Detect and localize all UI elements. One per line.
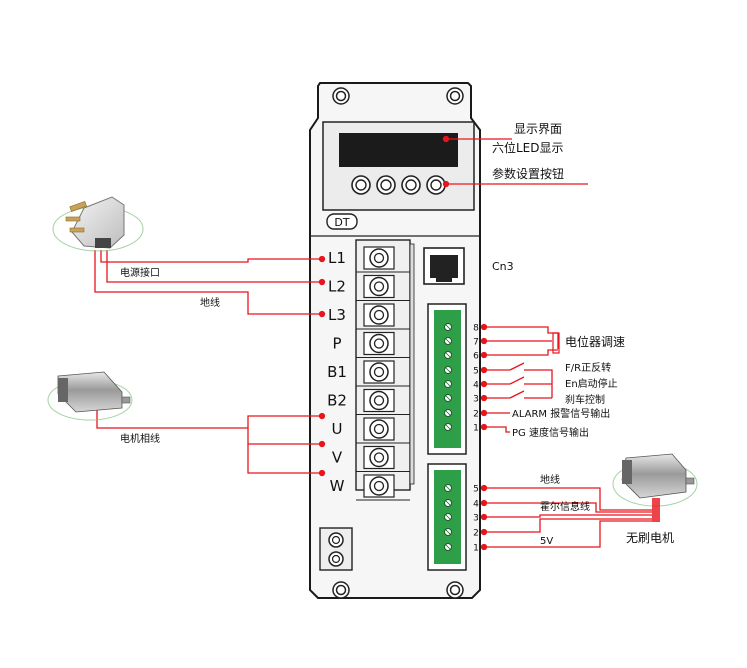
buttons-label: 参数设置按钮	[492, 166, 564, 181]
alarm-label: ALARM 报警信号输出	[512, 407, 610, 420]
control-pin-number: 6	[473, 352, 479, 362]
bottom-aux-connector	[319, 527, 353, 571]
hall-signal-label: 霍尔信息线	[540, 500, 590, 513]
panel-button-2[interactable]	[376, 175, 396, 195]
fr-label: F/R正反转	[565, 361, 611, 374]
bottom-left-mount-hole	[332, 581, 350, 599]
brake-label: 刹车控制	[565, 393, 605, 406]
hall-pin-3	[444, 513, 452, 521]
control-pin-6	[444, 351, 452, 359]
terminal-label-l3: L3	[328, 306, 346, 324]
hall-5v-label: 5V	[540, 536, 553, 547]
terminal-label-b1: B1	[327, 363, 347, 381]
control-pin-number: 5	[473, 367, 479, 377]
control-pin-number: 2	[473, 410, 479, 420]
cn3-label: Cn3	[492, 260, 514, 273]
hall-pin-4	[444, 499, 452, 507]
pot-speed-label: 电位器调速	[565, 334, 625, 349]
panel-button-3[interactable]	[401, 175, 421, 195]
motor-phase-label: 电机相线	[120, 432, 160, 445]
control-pin-5	[444, 366, 452, 374]
terminal-label-w: W	[330, 477, 345, 495]
control-connector[interactable]	[427, 303, 467, 455]
brand-text: DT	[334, 216, 349, 229]
control-pin-1	[444, 423, 452, 431]
control-pin-3	[444, 394, 452, 402]
hall-pin-number: 4	[473, 500, 479, 510]
hall-connector[interactable]	[427, 463, 467, 571]
hall-ground-label: 地线	[540, 473, 560, 486]
control-pin-number: 4	[473, 381, 479, 391]
control-pin-number: 7	[473, 338, 479, 348]
control-pin-2	[444, 409, 452, 417]
ground-label-left: 地线	[200, 296, 220, 309]
control-pin-4	[444, 380, 452, 388]
setting-buttons	[351, 175, 446, 195]
panel-button-4[interactable]	[426, 175, 446, 195]
control-pin-8	[444, 323, 452, 331]
terminal-label-b2: B2	[327, 392, 347, 410]
brand-badge: DT	[326, 213, 358, 230]
hall-pin-number: 5	[473, 485, 479, 495]
terminal-label-l2: L2	[328, 278, 346, 296]
pin-numbers: 8 7 6 5 4 3 2 1 5 4 3 2 1	[473, 324, 479, 554]
hall-pin-number: 1	[473, 544, 479, 554]
control-pin-number: 3	[473, 395, 479, 405]
terminal-screw-p[interactable]	[363, 331, 395, 356]
cn3-port[interactable]	[423, 247, 465, 285]
brushless-motor-icon	[612, 453, 698, 522]
terminal-screw-l1[interactable]	[363, 246, 395, 270]
terminal-screw-l2[interactable]	[363, 274, 395, 299]
hall-pin-1	[444, 543, 452, 551]
power-plug-icon	[52, 196, 144, 252]
display-title: 显示界面	[514, 122, 562, 136]
control-pin-7	[444, 337, 452, 345]
en-label: En启动停止	[565, 377, 618, 390]
motor-icon	[47, 371, 133, 421]
bottom-right-mount-hole	[446, 581, 464, 599]
driver-unit: DT Cn3	[309, 82, 514, 599]
terminal-label-u: U	[332, 420, 343, 438]
top-right-mount-hole	[446, 87, 464, 105]
terminal-label-v: V	[332, 449, 343, 467]
panel-button-1[interactable]	[351, 175, 371, 195]
control-pin-number: 1	[473, 424, 479, 434]
power-interface-label: 电源接口	[120, 266, 160, 279]
terminal-screw-w[interactable]	[363, 474, 395, 498]
terminal-label-l1: L1	[328, 249, 346, 267]
terminal-screw-l3[interactable]	[363, 303, 395, 327]
brushless-motor-label: 无刷电机	[626, 531, 674, 545]
hall-pin-number: 3	[473, 514, 479, 524]
terminal-screw-u[interactable]	[363, 417, 395, 441]
hall-pin-5	[444, 484, 452, 492]
power-terminal-block	[355, 239, 415, 501]
terminal-screw-b2[interactable]	[363, 388, 395, 413]
hall-pin-number: 2	[473, 529, 479, 539]
terminal-label-p: P	[332, 335, 341, 353]
annotation-labels: 显示界面 六位LED显示 参数设置按钮 电源接口 地线 电机相线 电位器调速 F…	[120, 122, 674, 547]
control-pin-number: 8	[473, 324, 479, 334]
hall-pin-2	[444, 528, 452, 536]
top-left-mount-hole	[332, 87, 350, 105]
led-display	[339, 133, 458, 167]
display-subtitle: 六位LED显示	[492, 140, 564, 155]
terminal-screw-b1[interactable]	[363, 360, 395, 384]
pg-label: PG 速度信号输出	[512, 426, 589, 439]
terminal-screw-v[interactable]	[363, 445, 395, 470]
wires	[94, 135, 652, 551]
